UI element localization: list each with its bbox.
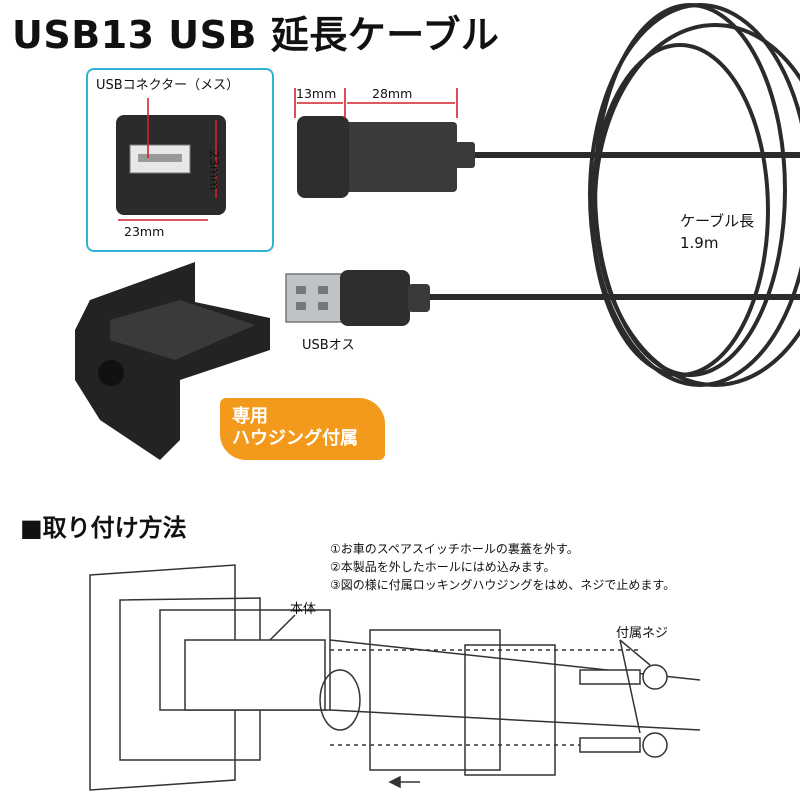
install-steps: ①お車のスペアスイッチホールの裏蓋を外す。 ②本製品を外したホールにはめ込みます… — [330, 540, 675, 594]
usb-male-label: USBオス — [302, 338, 355, 353]
connector-front-illustration — [116, 98, 226, 221]
screw-label: 付属ネジ — [616, 626, 669, 641]
body-length-dimension: 28mm — [372, 86, 413, 101]
dimension-arrows — [294, 88, 458, 118]
cable-length-value: 1.9m — [680, 234, 719, 252]
badge-line-2: ハウジング付属 — [232, 428, 358, 449]
coiled-cable — [588, 3, 800, 387]
inset-height-dimension: 23mm — [207, 150, 222, 191]
housing-included-badge: 専用 ハウジング付属 — [220, 398, 385, 460]
cable-length-caption: ケーブル長 1.9m — [680, 210, 754, 254]
connector-front-inset — [86, 68, 274, 252]
badge-line-1: 専用 — [232, 406, 268, 427]
inset-width-dimension: 23mm — [124, 224, 165, 239]
cable-length-label: ケーブル長 — [680, 212, 755, 230]
install-step-2: ②本製品を外したホールにはめ込みます。 — [330, 560, 556, 574]
male-connector — [285, 270, 430, 326]
locking-housing — [75, 262, 270, 460]
installation-diagram — [89, 564, 701, 791]
front-length-dimension: 13mm — [296, 86, 337, 101]
install-step-1: ①お車のスペアスイッチホールの裏蓋を外す。 — [330, 542, 579, 556]
page-title: USB13 USB 延長ケーブル — [12, 13, 500, 57]
connector-female-label: USBコネクター（メス） — [96, 78, 240, 93]
install-step-3: ③図の様に付属ロッキングハウジングをはめ、ネジで止めます。 — [330, 578, 676, 592]
install-heading: ■取り付け方法 — [20, 514, 187, 542]
female-connector-side — [297, 116, 475, 198]
body-label: 本体 — [290, 602, 317, 617]
